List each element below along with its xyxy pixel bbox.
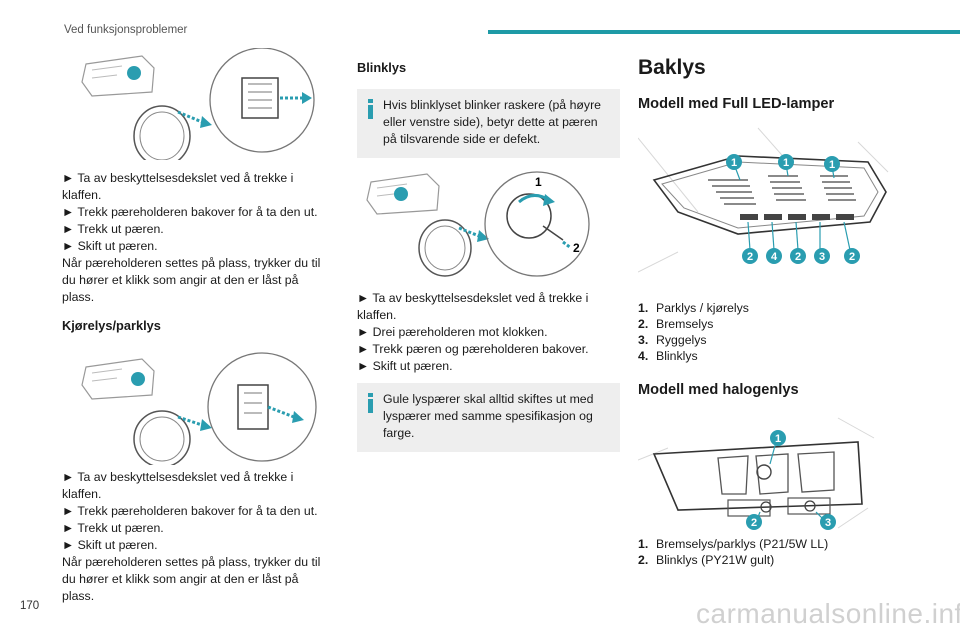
led-taillight-illustration: 1 1 1 2 4 2 3 2 <box>637 122 898 282</box>
column-right: Baklys Modell med Full LED-lamper 1 <box>637 48 918 568</box>
step-item: Skift ut pæren. <box>62 239 158 253</box>
paragraph: Når pæreholderen settes på plass, trykke… <box>62 555 321 603</box>
legend-item: 3. Ryggelys <box>638 332 918 348</box>
note-text: Gule lyspærer skal alltid skiftes ut med… <box>383 392 594 440</box>
column-left: Ta av beskyttelsesdekslet ved å trekke i… <box>62 47 334 605</box>
led-badge: 1 <box>783 157 789 169</box>
legend-halogen: 1. Bremselys/parklys (P21/5W LL) 2. Blinkl… <box>638 536 918 568</box>
step-item: Trekk ut pæren. <box>62 222 164 236</box>
led-badge: 2 <box>795 251 801 263</box>
info-note-b: Gule lyspærer skal alltid skiftes ut med… <box>357 383 620 452</box>
legend-text: Blinklys <box>656 349 698 363</box>
column-middle: Blinklys Hvis blinklyset blinker raskere… <box>357 48 620 452</box>
heading-baklys: Baklys <box>638 56 706 79</box>
legend-item: 1. Bremselys/parklys (P21/5W LL) <box>638 536 918 552</box>
note-text: Hvis blinklyset blinker raskere (på høyr… <box>383 98 601 146</box>
watermark: carmanualsonline.info <box>696 598 960 629</box>
info-note-a: Hvis blinklyset blinker raskere (på høyr… <box>357 89 620 158</box>
step-item: Ta av beskyttelsesdekslet ved å trekke i… <box>357 291 588 322</box>
step-item: Trekk ut pæren. <box>62 521 164 535</box>
steps-list-a: Ta av beskyttelsesdekslet ved å trekke i… <box>62 170 334 306</box>
legend-item: 4. Blinklys <box>638 348 918 364</box>
headlamp-cover-illustration <box>62 47 322 167</box>
subheading-full-led: Modell med Full LED-lamper <box>638 96 835 112</box>
step-item: Drei pæreholderen mot klokken. <box>357 325 548 339</box>
legend-num: 3. <box>638 333 649 347</box>
legend-item: 2. Bremselys <box>638 316 918 332</box>
legend-item: 2. Blinklys (PY21W gult) <box>638 552 918 568</box>
step-item: Trekk pæreholderen bakover for å ta den … <box>62 205 318 219</box>
led-badge: 2 <box>849 251 855 263</box>
step-item: Trekk pæreholderen bakover for å ta den … <box>62 504 318 518</box>
legend-num: 1. <box>638 537 649 551</box>
step-item: Skift ut pæren. <box>357 359 453 373</box>
halogen-taillight-illustration: 1 2 3 <box>637 408 878 530</box>
indicator-bulb-illustration: 1 2 <box>357 168 597 280</box>
legend-num: 4. <box>638 349 649 363</box>
figure-label: 1 <box>535 175 542 189</box>
led-badge: 3 <box>819 251 825 263</box>
section-title: Ved funksjonsproblemer <box>64 24 188 36</box>
legend-text: Ryggelys <box>656 333 707 347</box>
page-number: 170 <box>20 600 40 612</box>
legend-led: 1. Parklys / kjørelys 2. Bremselys 3. Rygge… <box>638 300 918 364</box>
subheading-halogen: Modell med halogenlys <box>638 382 799 398</box>
paragraph: Når pæreholderen settes på plass, trykke… <box>62 256 321 304</box>
step-item: Ta av beskyttelsesdekslet ved å trekke i… <box>62 171 293 202</box>
figure-label: 2 <box>573 241 580 255</box>
legend-text: Parklys / kjørelys <box>656 301 749 315</box>
step-item: Ta av beskyttelsesdekslet ved å trekke i… <box>62 470 293 501</box>
header-accent-bar <box>488 30 960 34</box>
halogen-badge: 3 <box>825 517 831 529</box>
led-badge: 4 <box>771 251 778 263</box>
info-icon <box>368 99 373 119</box>
subheading-blinklys: Blinklys <box>357 60 407 75</box>
legend-num: 2. <box>638 553 649 567</box>
legend-text: Bremselys/parklys (P21/5W LL) <box>656 537 829 551</box>
legend-text: Bremselys <box>656 317 714 331</box>
steps-list-b: Ta av beskyttelsesdekslet ved å trekke i… <box>62 469 334 605</box>
legend-num: 1. <box>638 301 649 315</box>
legend-text: Blinklys (PY21W gult) <box>656 553 775 567</box>
halogen-badge: 2 <box>751 517 757 529</box>
led-badge: 1 <box>731 157 737 169</box>
steps-list-blinklys: Ta av beskyttelsesdekslet ved å trekke i… <box>357 290 620 375</box>
headlamp-drl-illustration <box>62 347 322 468</box>
legend-num: 2. <box>638 317 649 331</box>
step-item: Skift ut pæren. <box>62 538 158 552</box>
info-icon <box>368 393 373 413</box>
legend-item: 1. Parklys / kjørelys <box>638 300 918 316</box>
subheading-kjorelys: Kjørelys/parklys <box>62 318 161 333</box>
led-badge: 2 <box>747 251 753 263</box>
led-badge: 1 <box>829 159 835 171</box>
step-item: Trekk pæren og pæreholderen bakover. <box>357 342 589 356</box>
halogen-badge: 1 <box>775 433 781 445</box>
